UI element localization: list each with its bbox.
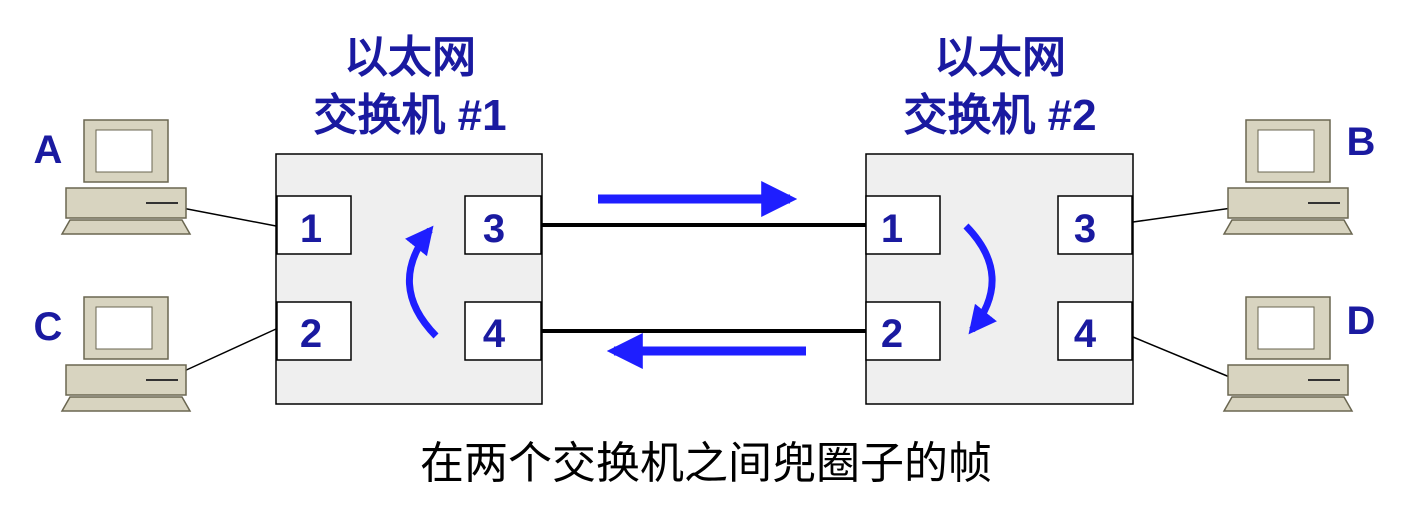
link-d-switch2 (1132, 336, 1233, 379)
host-a-label: A (34, 128, 63, 172)
host-b-label: B (1347, 120, 1376, 164)
switch1-port-1-label: 1 (300, 207, 322, 251)
host-d-computer-icon (1223, 296, 1353, 412)
switch2-port-2 (865, 301, 941, 361)
switch1-port-3-label: 3 (483, 207, 505, 251)
switch2-port-2-label: 2 (881, 312, 903, 356)
switch-1: 1 2 3 4 (275, 153, 543, 405)
switch1-port-3 (464, 195, 542, 255)
link-a-switch1 (181, 207, 277, 227)
loop-arrow-up-icon (405, 225, 439, 339)
switch1-port-4-label: 4 (483, 312, 506, 356)
host-a-computer-icon (61, 119, 191, 235)
switch1-title-line1: 以太网 (344, 33, 476, 82)
switch2-title-line1: 以太网 (934, 33, 1066, 82)
switch-2: 1 2 3 4 (865, 153, 1134, 405)
host-d-label: D (1347, 299, 1376, 343)
loop-arrow-down-icon (963, 223, 997, 335)
link-c-switch1 (181, 328, 277, 373)
link-b-switch2 (1132, 207, 1233, 223)
switch2-port-4-label: 4 (1074, 312, 1097, 356)
switch1-port-2-label: 2 (300, 312, 322, 356)
host-b-computer-icon (1223, 119, 1353, 235)
switch1-port-4 (464, 301, 542, 361)
host-c-label: C (34, 305, 63, 349)
host-c-computer-icon (61, 296, 191, 412)
switch2-port-3-label: 3 (1074, 207, 1096, 251)
switch2-title-line2: 交换机 #2 (903, 91, 1096, 140)
switch1-title-line2: 交换机 #1 (313, 91, 506, 140)
switch2-port-4 (1057, 301, 1133, 361)
switch2-port-1-label: 1 (881, 207, 903, 251)
switch1-port-2 (276, 301, 352, 361)
switch2-port-1 (865, 195, 941, 255)
switch2-port-3 (1057, 195, 1133, 255)
switch1-port-1 (276, 195, 352, 255)
diagram-caption: 在两个交换机之间兜圈子的帧 (420, 438, 992, 489)
